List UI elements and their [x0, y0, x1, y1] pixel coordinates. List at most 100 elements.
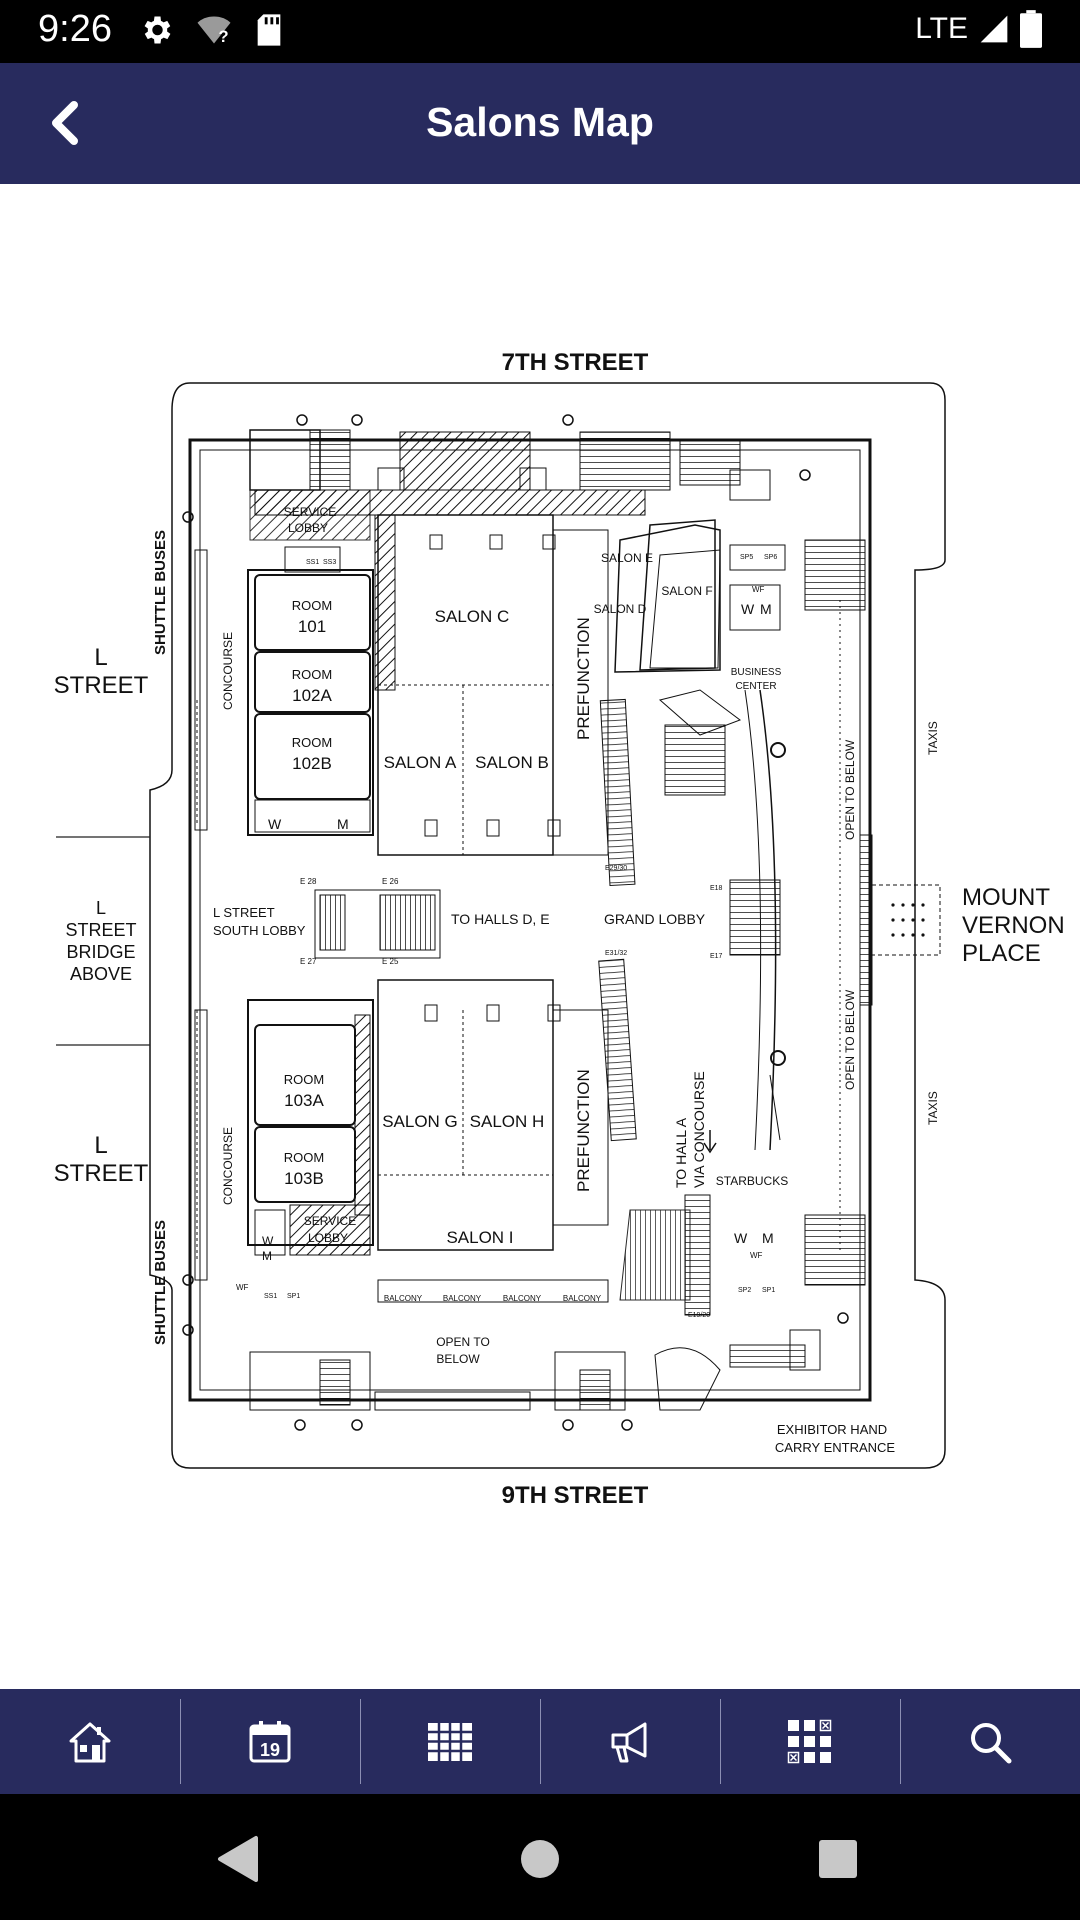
grid-icon [428, 1722, 472, 1761]
svg-text:E 27: E 27 [300, 957, 317, 966]
svg-text:WF: WF [236, 1283, 249, 1292]
svg-text:W: W [734, 1230, 748, 1246]
svg-text:103A: 103A [284, 1091, 324, 1110]
recents-square-icon [819, 1840, 857, 1878]
nav-search[interactable] [900, 1689, 1080, 1794]
label-open-below-south: OPEN TO BELOW [843, 989, 857, 1090]
chevron-left-icon [52, 101, 78, 145]
rooms-103 [254, 1024, 356, 1203]
svg-text:ABOVE: ABOVE [70, 964, 132, 984]
svg-text:SS1: SS1 [264, 1293, 277, 1300]
svg-text:CARRY ENTRANCE: CARRY ENTRANCE [775, 1440, 895, 1455]
svg-text:CENTER: CENTER [735, 681, 776, 692]
svg-text:TO HALL A: TO HALL A [673, 1117, 689, 1188]
svg-text:L: L [94, 644, 107, 671]
home-circle-icon [521, 1840, 559, 1878]
svg-text:M: M [337, 816, 349, 832]
network-type: LTE [915, 12, 968, 45]
system-back-button[interactable] [202, 1824, 272, 1894]
svg-text:ROOM: ROOM [284, 1150, 324, 1165]
status-time: 9:26 [38, 8, 112, 50]
svg-text:VIA CONCOURSE: VIA CONCOURSE [691, 1071, 707, 1188]
label-to-hall-a: TO HALL A VIA CONCOURSE [673, 1071, 707, 1188]
svg-text:BRIDGE: BRIDGE [66, 942, 135, 962]
label-shuttle-buses-south: SHUTTLE BUSES [152, 1220, 169, 1345]
svg-text:WF: WF [752, 585, 765, 594]
label-open-below-north: OPEN TO BELOW [843, 739, 857, 840]
svg-text:BALCONY: BALCONY [563, 1294, 602, 1303]
page-title: Salons Map [426, 99, 654, 145]
wifi-unknown-icon: ? [197, 16, 231, 46]
svg-text:SP6: SP6 [764, 554, 777, 561]
floor-plan-map[interactable]: 7TH STREET 9TH STREET L STREET L STREET … [0, 184, 1080, 1689]
svg-text:SP1: SP1 [762, 1287, 775, 1294]
svg-text:ROOM: ROOM [292, 735, 332, 750]
svg-text:E18: E18 [710, 885, 723, 892]
street-l-south: L STREET [54, 1132, 149, 1187]
svg-text:E 25: E 25 [382, 957, 399, 966]
salon-g-label: SALON G [382, 1112, 458, 1131]
street-l-bridge: L STREET BRIDGE ABOVE [65, 898, 136, 984]
svg-text:SS1: SS1 [306, 559, 319, 566]
system-nav [0, 1794, 1080, 1920]
east-entrance [804, 539, 941, 1286]
svg-text:102A: 102A [292, 686, 332, 705]
svg-text:BALCONY: BALCONY [503, 1294, 542, 1303]
svg-text:ROOM: ROOM [284, 1072, 324, 1087]
svg-text:SERVICE: SERVICE [284, 505, 336, 519]
svg-text:BALCONY: BALCONY [443, 1294, 482, 1303]
salon-h-label: SALON H [470, 1112, 545, 1131]
svg-text:BALCONY: BALCONY [384, 1294, 423, 1303]
system-recents-button[interactable] [803, 1824, 873, 1894]
nav-apps[interactable] [720, 1689, 900, 1794]
svg-text:WF: WF [750, 1251, 763, 1260]
salon-block-north [377, 514, 609, 856]
back-button[interactable] [30, 89, 98, 157]
svg-text:E31/32: E31/32 [605, 950, 627, 957]
svg-text:E19/20: E19/20 [688, 1312, 710, 1319]
svg-text:PLACE: PLACE [962, 940, 1041, 967]
nav-home[interactable] [0, 1689, 180, 1794]
svg-text:E17: E17 [710, 953, 723, 960]
label-prefunction-north: PREFUNCTION [574, 617, 593, 740]
status-right: LTE [915, 10, 1042, 48]
svg-text:ROOM: ROOM [292, 667, 332, 682]
battery-icon [1020, 10, 1042, 48]
label-concourse-south: CONCOURSE [221, 1127, 235, 1205]
apps-icon [787, 1719, 832, 1763]
svg-text:STREET: STREET [54, 672, 149, 699]
svg-text:VERNON: VERNON [962, 912, 1065, 939]
svg-text:LOBBY: LOBBY [308, 1231, 348, 1245]
system-home-button[interactable] [505, 1824, 575, 1894]
salon-e-label: SALON E [601, 551, 653, 565]
svg-text:E 26: E 26 [382, 877, 399, 886]
svg-text:103B: 103B [284, 1169, 324, 1188]
svg-text:ROOM: ROOM [292, 598, 332, 613]
svg-text:BUSINESS: BUSINESS [731, 667, 782, 678]
label-concourse-north: CONCOURSE [221, 632, 235, 710]
bottom-nav: 19 [0, 1689, 1080, 1794]
nav-schedule[interactable]: 19 [180, 1689, 360, 1794]
svg-text:LOBBY: LOBBY [288, 521, 328, 535]
salon-labels: SALON C SALON A SALON B SALON G SALON H … [382, 551, 712, 1247]
salon-d-label: SALON D [594, 602, 647, 616]
svg-text:EXHIBITOR HAND: EXHIBITOR HAND [777, 1422, 887, 1437]
gear-icon [144, 16, 171, 44]
salon-b-label: SALON B [475, 753, 549, 772]
map-area[interactable]: 7TH STREET 9TH STREET L STREET L STREET … [0, 184, 1080, 1689]
svg-text:SS3: SS3 [323, 559, 336, 566]
megaphone-icon [611, 1722, 647, 1762]
svg-text:102B: 102B [292, 754, 332, 773]
svg-text:M: M [262, 1249, 272, 1263]
app-bar: Salons Map [0, 63, 1080, 184]
svg-text:M: M [760, 601, 772, 617]
status-bar: 9:26 ? LTE [0, 0, 1080, 63]
svg-text:SOUTH LOBBY: SOUTH LOBBY [213, 923, 306, 938]
rooms-101-102 [254, 574, 371, 800]
nav-announcements[interactable] [540, 1689, 720, 1794]
nav-grid[interactable] [360, 1689, 540, 1794]
svg-text:L STREET: L STREET [213, 905, 275, 920]
search-icon [971, 1722, 1012, 1763]
svg-text:L: L [94, 1132, 107, 1159]
svg-text:19: 19 [260, 1740, 280, 1760]
